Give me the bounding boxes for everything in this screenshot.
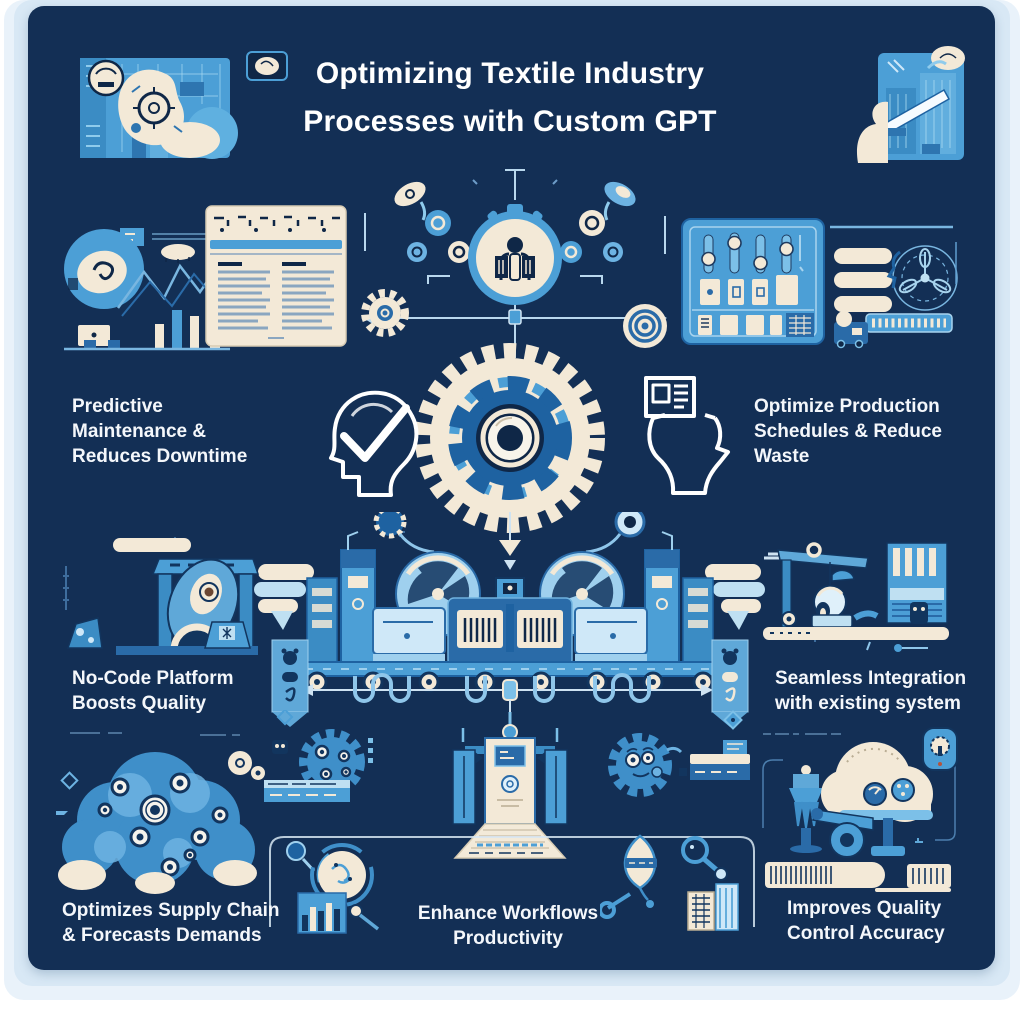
circuit-panel-right-icon	[856, 46, 965, 163]
label-predictive-maintenance: Predictive Maintenance & Reduces Downtim…	[72, 396, 248, 467]
page-title: Optimizing Textile Industry Processes wi…	[250, 50, 770, 146]
document-table-icon	[205, 205, 347, 347]
gear-face-icon	[608, 710, 750, 797]
gear-icon	[415, 343, 605, 542]
robot-machine-icon	[63, 538, 260, 655]
stopwatch-icon	[361, 169, 667, 358]
label-seamless-integration: Seamless Integration with existing syste…	[775, 668, 967, 714]
circuit-panel-icon	[80, 51, 288, 159]
insight-icons-left	[286, 841, 380, 934]
gear-cloud-icon	[56, 732, 265, 894]
factory-line-icon	[170, 512, 900, 727]
ribbon-banner-icon	[271, 639, 749, 727]
label-workflows: Enhance Workflows Productivity	[417, 903, 599, 949]
gear-cluster-icon	[264, 710, 373, 802]
control-panel-icon	[681, 218, 825, 345]
speech-bubble-icon	[254, 564, 765, 630]
label-optimize-production: Optimize Production Schedules & Reduce W…	[754, 396, 942, 467]
insight-icons-right	[600, 834, 739, 931]
head-document-icon	[644, 376, 730, 495]
head-check-icon	[329, 390, 419, 497]
press-machine-icon	[452, 712, 568, 859]
label-quality-control: Improves Quality Control Accuracy	[787, 898, 945, 944]
fan-schematic-icon	[830, 225, 958, 349]
label-supply-chain: Optimizes Supply Chain & Forecasts Deman…	[62, 900, 280, 946]
crane-scanner-icon	[763, 542, 949, 652]
bracket-line	[269, 836, 755, 927]
label-no-code-platform: No-Code Platform Boosts Quality	[72, 668, 234, 714]
title-line1: Optimizing Textile Industry	[315, 57, 705, 90]
title-line2: Processes with Custom GPT	[303, 105, 717, 138]
dial-cloud-machine-icon	[762, 727, 958, 892]
